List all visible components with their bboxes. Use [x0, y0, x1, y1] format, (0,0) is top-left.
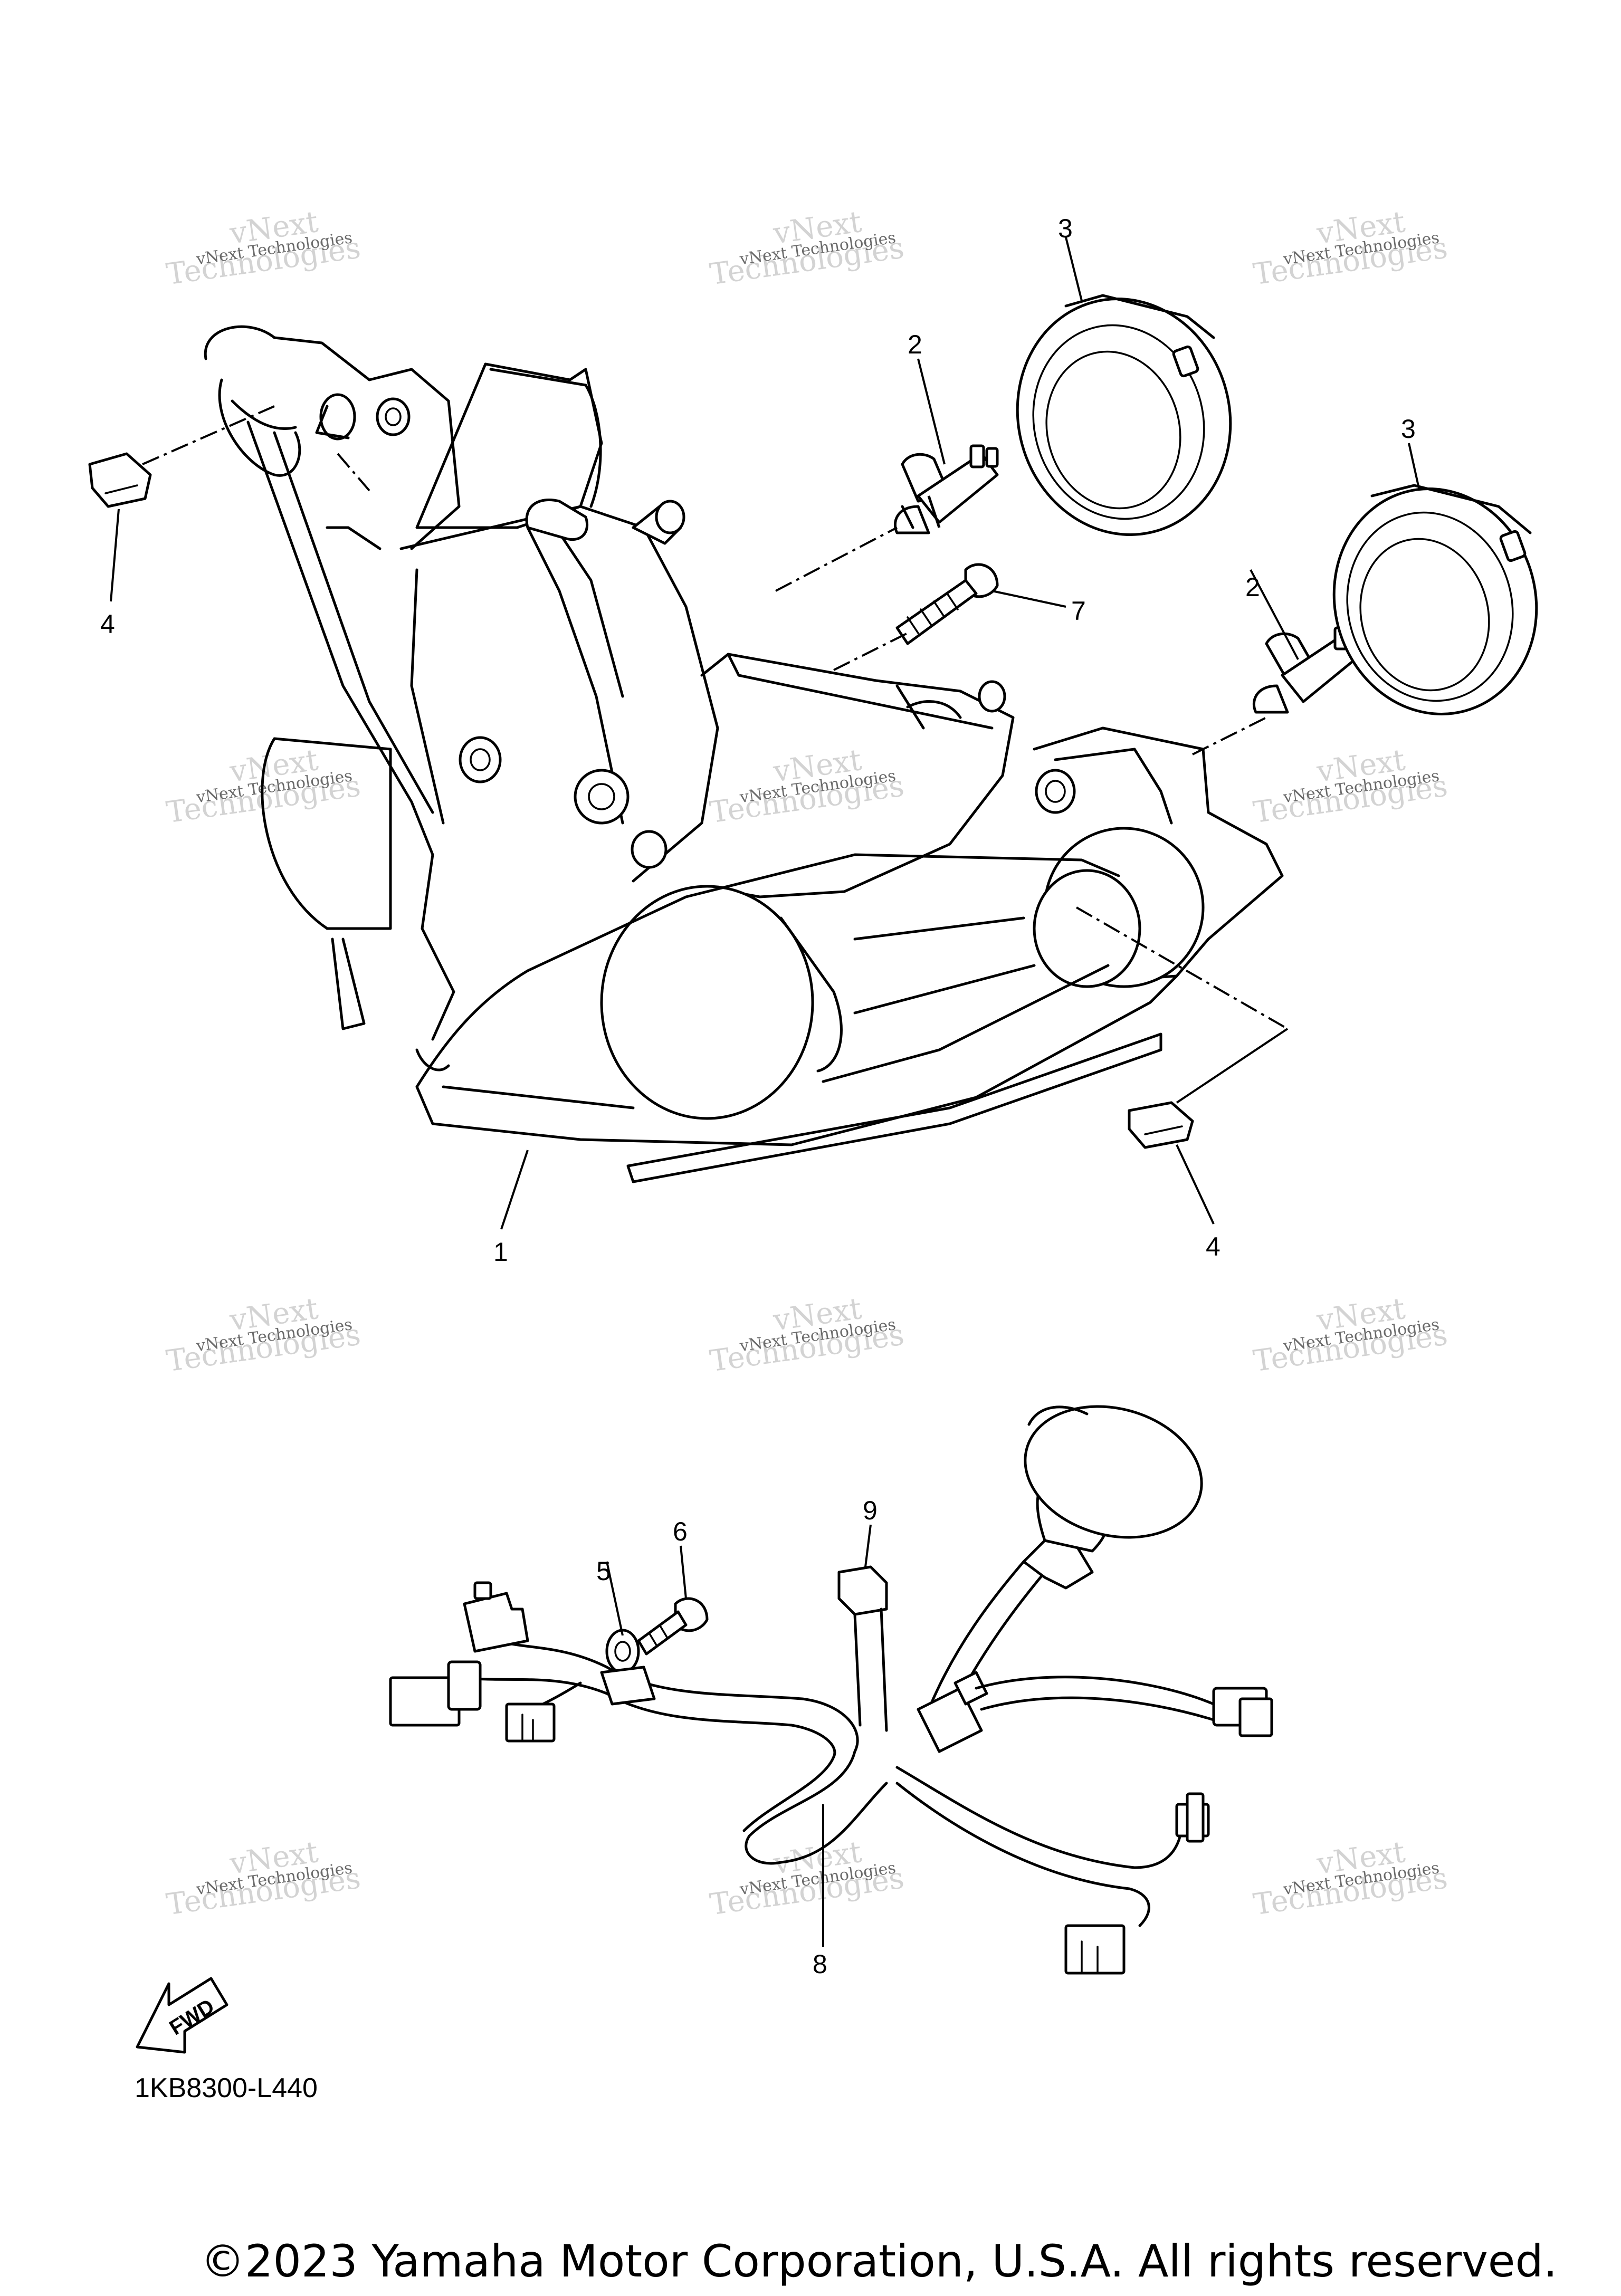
watermarks: Technologies vNext vNext Technologies Te… [164, 205, 1450, 1922]
callout-1: 1 [493, 1237, 508, 1267]
callout-4-left: 4 [100, 609, 115, 639]
bulb-upper [893, 444, 999, 534]
callout-6: 6 [673, 1517, 688, 1546]
callout-7: 7 [1071, 596, 1086, 626]
watermark: Technologies vNext vNext Technologies [1251, 1835, 1450, 1922]
callouts: 1 2 2 3 3 4 4 5 6 7 8 9 [100, 214, 1416, 1979]
centerlines [142, 405, 1288, 1030]
wire-harness [389, 1405, 1273, 1975]
callout-2-lower: 2 [1245, 572, 1260, 602]
callout-8: 8 [813, 1949, 827, 1979]
watermark: Technologies vNext vNext Technologies [1251, 205, 1450, 292]
callout-2-upper: 2 [908, 330, 922, 359]
screw-upper [895, 563, 999, 645]
watermark: Technologies vNext vNext Technologies [708, 205, 906, 292]
callout-9: 9 [863, 1496, 878, 1525]
callout-5: 5 [596, 1556, 611, 1586]
watermark: Technologies vNext vNext Technologies [164, 1292, 363, 1379]
watermark: Technologies vNext vNext Technologies [1251, 743, 1450, 830]
watermark: Technologies vNext vNext Technologies [164, 1835, 363, 1922]
diagram-code: 1KB8300-L440 [135, 2073, 318, 2103]
cap-right [1128, 1101, 1194, 1149]
copyright-notice: ©2023 Yamaha Motor Corporation, U.S.A. A… [201, 2235, 1557, 2287]
screw-lower [637, 1597, 709, 1656]
cap-left [88, 452, 152, 508]
watermark: Technologies vNext vNext Technologies [708, 1292, 906, 1379]
callout-3-upper: 3 [1058, 214, 1073, 243]
watermark: Technologies vNext vNext Technologies [708, 743, 906, 830]
watermark: Technologies vNext vNext Technologies [1251, 1292, 1450, 1379]
bulb-lower [1252, 626, 1363, 714]
callout-4-right: 4 [1206, 1232, 1220, 1261]
bulb-cover-upper [1016, 294, 1232, 536]
fwd-arrow-icon: FWD [136, 1977, 228, 2054]
headlight-assembly [204, 325, 1284, 1183]
bulb-cover-lower [1332, 484, 1538, 715]
callout-3-lower: 3 [1401, 414, 1416, 444]
leader-lines [110, 237, 1420, 1947]
watermark: Technologies vNext vNext Technologies [164, 205, 363, 292]
watermark: Technologies vNext vNext Technologies [708, 1835, 906, 1922]
